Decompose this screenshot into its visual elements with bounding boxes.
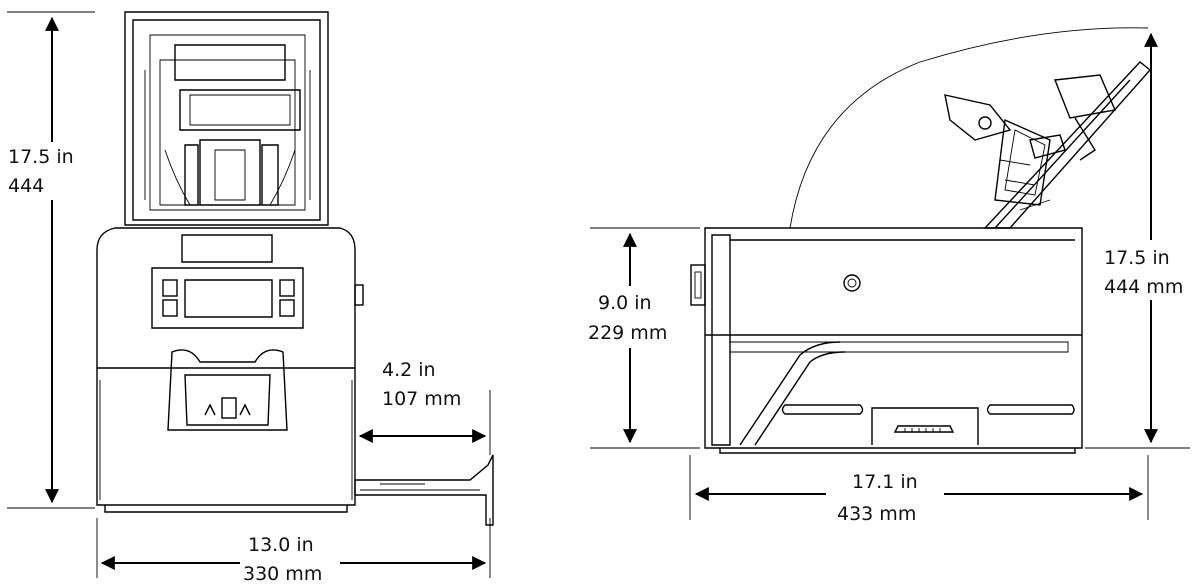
tray-extension-metric: 107 mm	[382, 388, 461, 410]
front-width-metric: 330 mm	[243, 563, 322, 584]
side-height-imperial: 9.0 in	[598, 292, 652, 314]
side-depth-imperial: 17.1 in	[852, 471, 918, 493]
tray-extension-imperial: 4.2 in	[382, 359, 436, 381]
front-height-imperial: 17.5 in	[8, 146, 74, 168]
side-depth-metric: 433 mm	[837, 503, 916, 525]
tray-extension-dimension: 4.2 in 107 mm	[358, 359, 491, 455]
front-width-imperial: 13.0 in	[248, 534, 314, 556]
side-height-metric: 229 mm	[588, 322, 667, 344]
front-view-printer	[96, 11, 494, 526]
front-width-dimension: 13.0 in 330 mm	[96, 518, 491, 585]
open-height-dimension: 17.5 in 444 mm	[1085, 32, 1196, 449]
open-height-metric: 444 mm	[1104, 276, 1183, 298]
front-height-metric: 444	[8, 175, 44, 197]
side-view-printer	[690, 27, 1152, 454]
open-height-imperial: 17.5 in	[1104, 247, 1170, 269]
side-depth-dimension: 17.1 in 433 mm	[689, 455, 1149, 525]
front-height-dimension: 17.5 in 444	[4, 11, 95, 509]
side-height-dimension: 9.0 in 229 mm	[585, 227, 700, 449]
